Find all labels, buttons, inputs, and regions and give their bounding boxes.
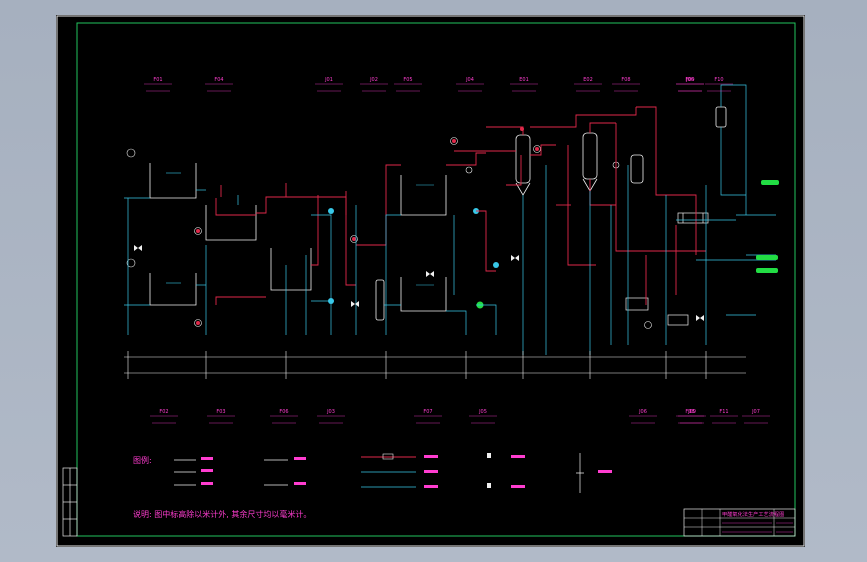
tank-icon (149, 163, 447, 312)
equipment-tag: F09 (685, 77, 694, 83)
equipment-tag: J03 (326, 409, 335, 415)
column-icon (375, 106, 727, 321)
equipment-tags-top: F01 F04 J01 J02 F05 J04 E01 E02 F08 F09 F10 J06 (144, 77, 733, 92)
process-lines (215, 106, 706, 305)
equipment-tag: F07 (423, 409, 432, 415)
process-flow-diagram: 甲醛氧化法生产工艺流程图 (56, 15, 805, 547)
title-block-title: 甲醛氧化法生产工艺流程图 (722, 510, 784, 518)
revision-strip (62, 467, 78, 537)
equipment-tag: F03 (216, 409, 225, 415)
equipment-tag: J04 (465, 77, 474, 83)
equipment-tag: E01 (519, 77, 529, 83)
legend: 图例: (133, 453, 612, 493)
equipment-tag: F11 (719, 409, 728, 415)
utility-lines (124, 84, 776, 355)
equipment-tag: J06 (638, 409, 647, 415)
instrument-bubble-icon (126, 137, 652, 329)
equipment-tag: J07 (751, 409, 760, 415)
equipment-tag: J05 (478, 409, 487, 415)
heat-exchanger-icon (625, 212, 709, 326)
drawing-note: 说明: 图中标高除以米计外, 其余尺寸均以毫米计。 (133, 509, 311, 519)
drawing-sheet: 甲醛氧化法生产工艺流程图 (56, 15, 805, 547)
header-lines (124, 356, 746, 374)
equipment-tag: F05 (403, 77, 412, 83)
valve-icon (134, 245, 704, 321)
pump-icon (328, 208, 499, 309)
equipment-tags-bottom: F02 F03 F06 J03 F07 J05 J06 F08 F11 J07 J09 (150, 409, 770, 424)
equipment-tag: J06 (685, 77, 694, 83)
equipment-tag: J02 (369, 77, 378, 83)
inner-border (76, 22, 796, 537)
equipment-tag: F04 (214, 77, 223, 83)
equipment-tag: F08 (621, 77, 630, 83)
equipment-tag: F01 (153, 77, 162, 83)
equipment-tag: J01 (324, 77, 333, 83)
equipment-tag: F08 (685, 409, 694, 415)
equipment-tag: F02 (159, 409, 168, 415)
equipment-tag: F06 (279, 409, 288, 415)
outer-frame (56, 15, 805, 547)
equipment-tag: F10 (714, 77, 723, 83)
equipment-tag: J09 (687, 409, 696, 415)
legend-title: 图例: (133, 455, 152, 465)
equipment-tag: E02 (583, 77, 593, 83)
title-block: 甲醛氧化法生产工艺流程图 (683, 508, 796, 537)
